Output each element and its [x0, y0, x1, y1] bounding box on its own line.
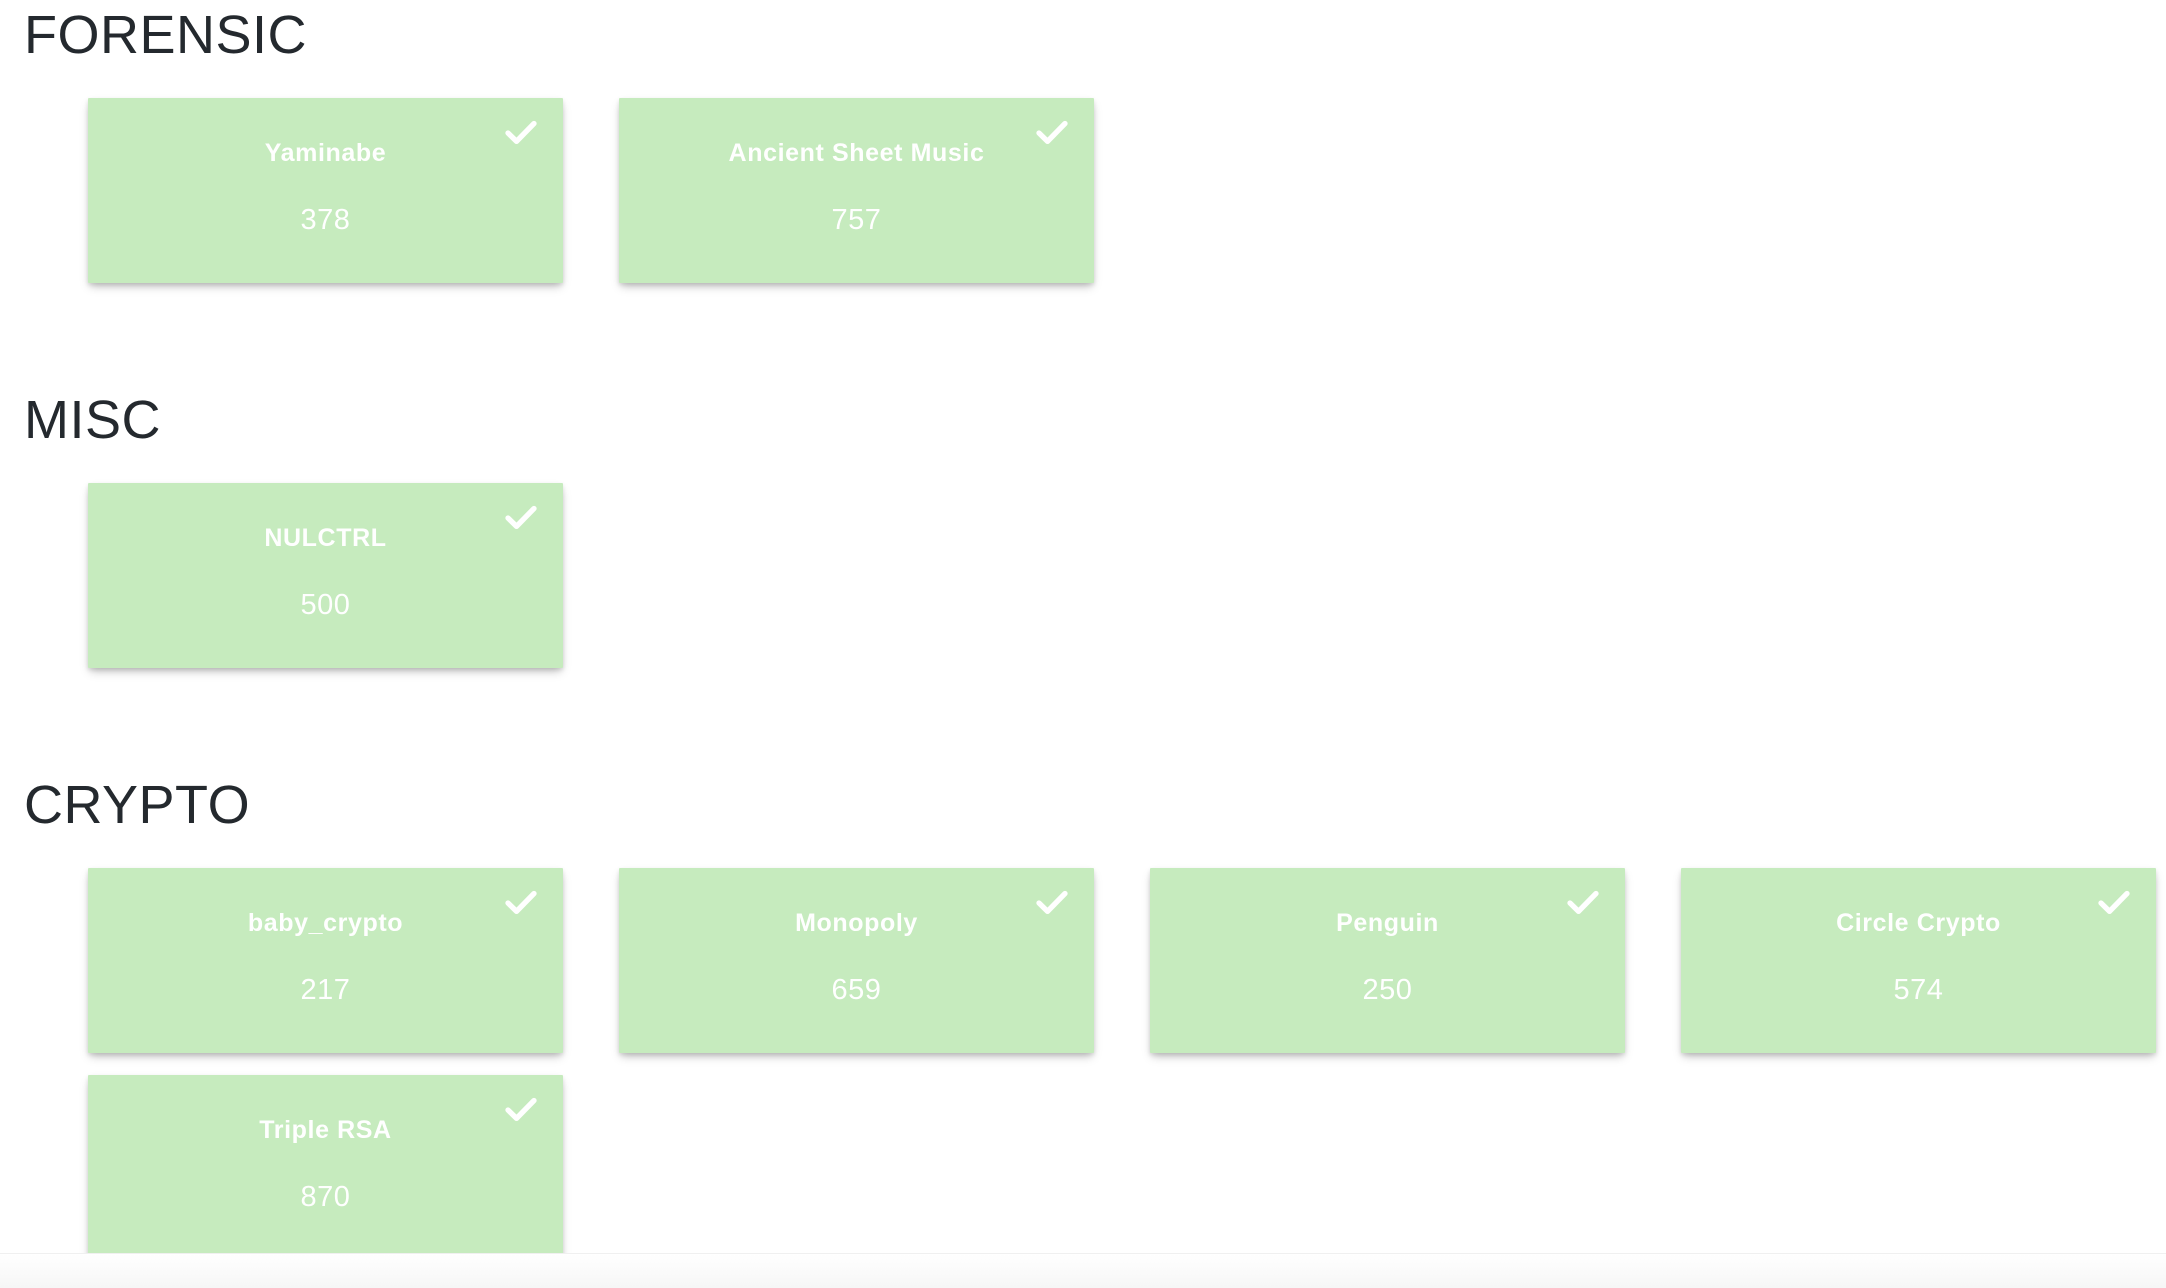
- challenge-points: 574: [1893, 973, 1944, 1006]
- challenge-points: 500: [300, 588, 351, 621]
- challenge-card[interactable]: Penguin 250: [1150, 868, 1625, 1053]
- category-section-crypto: CRYPTO baby_crypto 217 Monopoly 65: [0, 668, 2166, 1260]
- challenge-name: baby_crypto: [247, 909, 404, 937]
- challenge-points: 250: [1362, 973, 1413, 1006]
- challenge-name: Monopoly: [795, 909, 918, 937]
- challenge-grid-misc: NULCTRL 500: [0, 483, 2166, 668]
- category-title-forensic: FORENSIC: [24, 5, 308, 65]
- challenge-card[interactable]: Circle Crypto 574: [1681, 868, 2156, 1053]
- category-title-crypto: CRYPTO: [24, 775, 251, 835]
- challenge-name: Triple RSA: [259, 1116, 392, 1144]
- challenge-grid-forensic: Yaminabe 378 Ancient Sheet Music 757: [0, 98, 2166, 283]
- challenge-name: NULCTRL: [264, 524, 387, 552]
- challenge-points: 870: [300, 1180, 351, 1213]
- category-section-forensic: FORENSIC Yaminabe 378 Ancient Sheet Musi…: [0, 0, 2166, 283]
- challenge-points: 659: [831, 973, 882, 1006]
- challenge-board: FORENSIC Yaminabe 378 Ancient Sheet Musi…: [0, 0, 2166, 1260]
- challenge-card[interactable]: Monopoly 659: [619, 868, 1094, 1053]
- challenge-points: 217: [300, 973, 351, 1006]
- challenge-card[interactable]: NULCTRL 500: [88, 483, 563, 668]
- category-section-misc: MISC NULCTRL 500: [0, 283, 2166, 668]
- challenge-name: Yaminabe: [264, 139, 387, 167]
- category-title-misc: MISC: [24, 390, 161, 450]
- challenge-grid-crypto: baby_crypto 217 Monopoly 659 Pen: [0, 868, 2166, 1260]
- challenge-points: 757: [831, 203, 882, 236]
- challenge-name: Circle Crypto: [1836, 909, 2001, 937]
- challenge-points: 378: [300, 203, 351, 236]
- challenge-card[interactable]: baby_crypto 217: [88, 868, 563, 1053]
- page-footer: [0, 1253, 2166, 1288]
- challenge-card[interactable]: Triple RSA 870: [88, 1075, 563, 1260]
- challenge-name: Penguin: [1336, 909, 1439, 937]
- challenge-name: Ancient Sheet Music: [728, 139, 985, 167]
- challenge-card[interactable]: Yaminabe 378: [88, 98, 563, 283]
- challenge-card[interactable]: Ancient Sheet Music 757: [619, 98, 1094, 283]
